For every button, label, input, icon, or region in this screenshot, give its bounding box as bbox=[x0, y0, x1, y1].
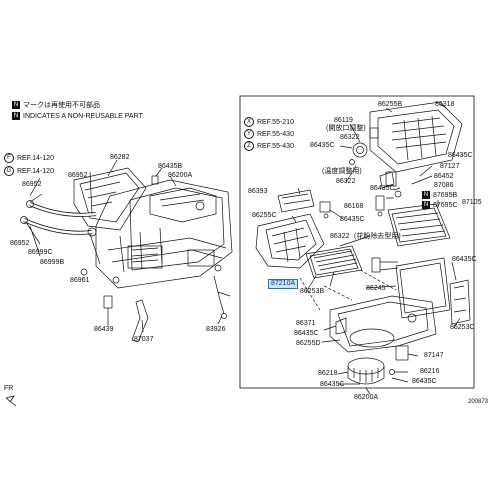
part-label[interactable]: 86282 bbox=[110, 154, 130, 161]
part-label[interactable]: 83926 bbox=[206, 326, 226, 333]
ref-text: REF.55-210 bbox=[257, 118, 294, 126]
non-reusable-mark: N bbox=[12, 112, 20, 121]
part-label[interactable]: 86253B bbox=[300, 288, 325, 295]
part-label[interactable]: (花粉除去型用) bbox=[354, 233, 401, 240]
part-number: 87695C bbox=[433, 201, 458, 209]
part-label[interactable]: 86253C bbox=[450, 324, 475, 331]
part-label[interactable]: (開放口調整) bbox=[326, 125, 366, 132]
part-label[interactable]: 86999B bbox=[40, 259, 65, 266]
part-label[interactable]: 86435C bbox=[448, 152, 473, 159]
part-label[interactable]: 87147 bbox=[424, 352, 444, 359]
non-reusable-mark: N bbox=[12, 101, 20, 110]
part-label[interactable]: 87037 bbox=[134, 336, 154, 343]
part-label[interactable]: 86119 bbox=[334, 117, 353, 124]
part-label[interactable]: 86322 bbox=[340, 134, 360, 141]
part-label[interactable]: 86371 bbox=[296, 320, 316, 327]
part-label[interactable]: (温度調整用) bbox=[322, 168, 362, 175]
part-label[interactable]: 86200A bbox=[354, 394, 379, 401]
part-label[interactable]: 86255D bbox=[296, 340, 321, 347]
note-jp-text: マークは再使用不可部品 bbox=[23, 102, 100, 109]
part-label[interactable]: 86439 bbox=[94, 326, 114, 333]
part-label[interactable]: 86245 bbox=[366, 285, 386, 292]
part-label[interactable]: 86255B bbox=[378, 101, 403, 108]
part-label[interactable]: 86952 bbox=[68, 172, 88, 179]
part-label[interactable]: 86435C bbox=[320, 381, 345, 388]
part-label[interactable]: 86435C bbox=[294, 330, 319, 337]
ref-mark: X bbox=[244, 117, 254, 127]
part-label[interactable]: 86435C bbox=[310, 142, 335, 149]
ref-text: REF.55-430 bbox=[257, 130, 294, 138]
part-label[interactable]: 86318 bbox=[435, 101, 455, 108]
ref-text: REF.14-120 bbox=[17, 167, 54, 175]
part-label[interactable]: 87086 bbox=[434, 182, 454, 189]
non-reusable-mark: N bbox=[422, 191, 430, 199]
ref-mark: G bbox=[4, 166, 14, 176]
part-label[interactable]: 86452 bbox=[434, 173, 454, 180]
part-label[interactable]: 86435C bbox=[340, 216, 365, 223]
part-label[interactable]: 86435B bbox=[158, 163, 183, 170]
part-label[interactable]: 86961 bbox=[70, 277, 90, 284]
ref-mark: Z bbox=[244, 141, 254, 151]
non-reusable-mark: N bbox=[422, 201, 430, 209]
note-en-text: INDICATES A NON-REUSABLE PART. bbox=[23, 113, 144, 120]
part-label[interactable]: 86435C bbox=[370, 185, 395, 192]
part-label[interactable]: 87105 bbox=[462, 199, 482, 206]
part-number: 87695B bbox=[433, 191, 458, 199]
part-label[interactable]: 86435C bbox=[412, 378, 437, 385]
ref-text: REF.14-120 bbox=[17, 154, 54, 162]
part-label[interactable]: 86999C bbox=[28, 249, 53, 256]
highlighted-part-87210a[interactable]: 87210A bbox=[268, 279, 299, 289]
part-label[interactable]: 86435C bbox=[452, 256, 477, 263]
front-indicator: FR bbox=[4, 385, 14, 392]
ref-text: REF.55-430 bbox=[257, 142, 294, 150]
part-label[interactable]: 86322 bbox=[336, 178, 356, 185]
part-label[interactable]: 86200A bbox=[168, 172, 193, 179]
part-label[interactable]: 86216 bbox=[420, 368, 440, 375]
part-label[interactable]: 86952 bbox=[10, 240, 30, 247]
part-label[interactable]: 86322 bbox=[330, 233, 350, 240]
diagram-code: 200873 bbox=[468, 399, 489, 405]
part-label[interactable]: 86168 bbox=[344, 203, 364, 210]
part-label[interactable]: 86218 bbox=[318, 370, 338, 377]
part-label[interactable]: 87127 bbox=[440, 163, 460, 170]
ref-mark: Y bbox=[244, 129, 254, 139]
ref-mark: F bbox=[4, 153, 14, 163]
part-label[interactable]: 86255C bbox=[252, 212, 277, 219]
part-label[interactable]: 86952 bbox=[22, 181, 42, 188]
part-label[interactable]: 86393 bbox=[248, 188, 268, 195]
